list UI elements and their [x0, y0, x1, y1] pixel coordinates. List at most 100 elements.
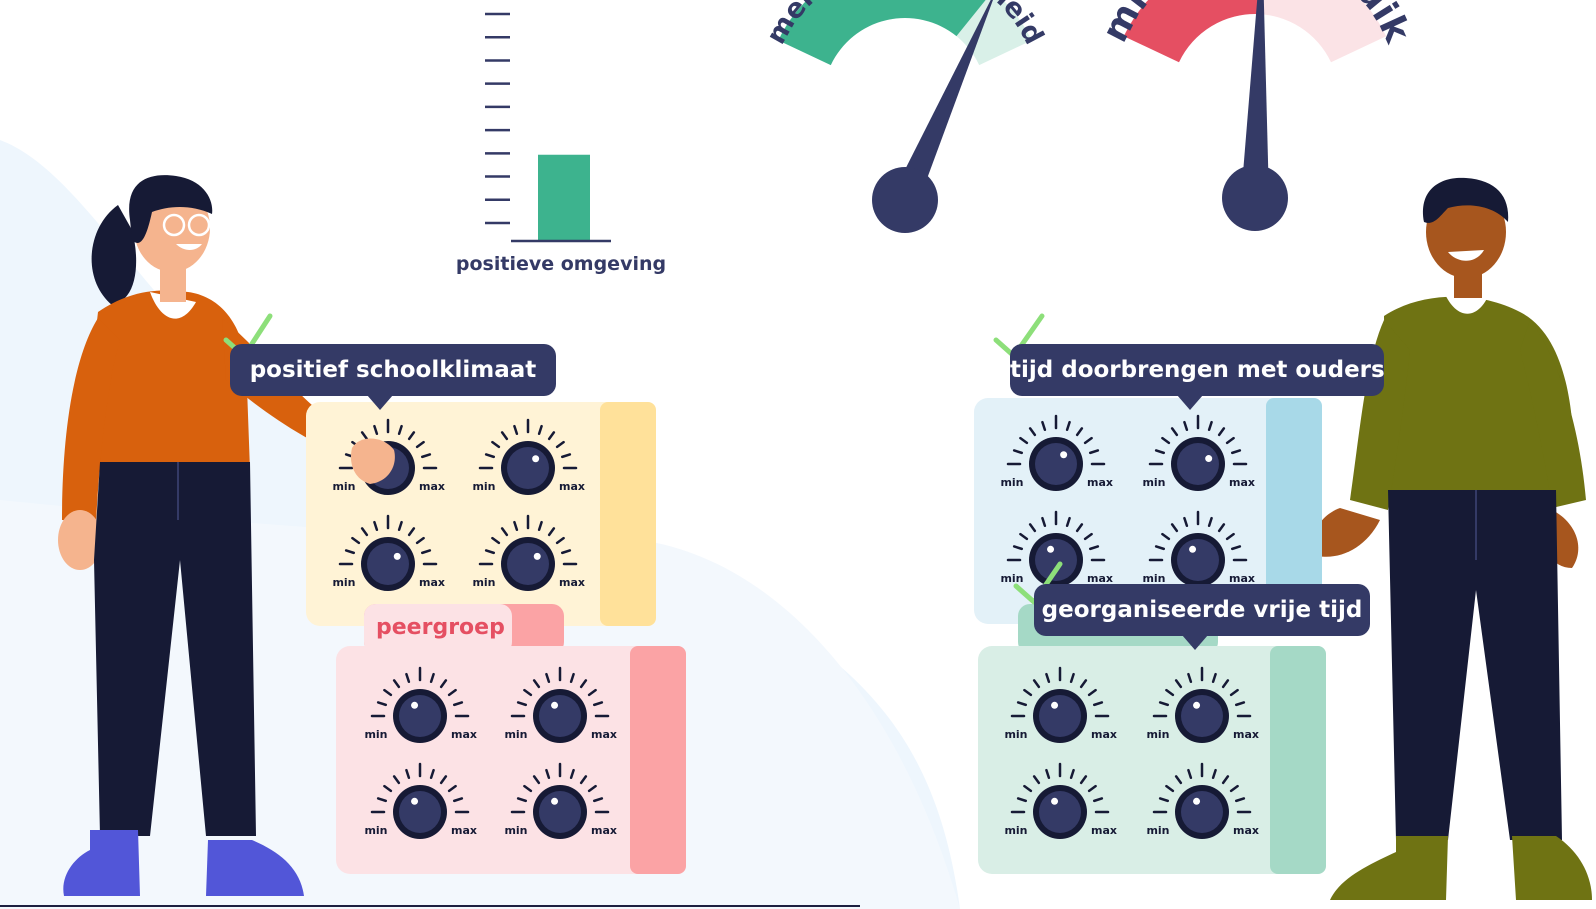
dial-tick — [1069, 672, 1075, 684]
dial-max-label: max — [559, 480, 585, 493]
dial-max-label: max — [1233, 728, 1259, 741]
man-shoe-right — [1512, 836, 1592, 900]
dial-tick — [407, 431, 416, 441]
tooltip-positief-schoolklimaat: positief schoolklimaat — [230, 344, 556, 410]
dial-tick — [1023, 688, 1033, 697]
dial-tick — [1032, 679, 1041, 689]
dial-face — [539, 695, 581, 737]
dial-tick — [560, 549, 572, 555]
panel-stripe — [600, 402, 656, 626]
dial-max-label: max — [1091, 728, 1117, 741]
dial-tick — [592, 797, 604, 803]
dial-indicator — [532, 455, 540, 463]
dial-tick — [420, 549, 432, 555]
dial-tick — [1158, 797, 1170, 803]
dial-tick — [516, 701, 528, 707]
man-arm-right — [1520, 320, 1586, 508]
dial-tick — [1187, 672, 1193, 684]
dial-face — [399, 791, 441, 833]
dial-max-label: max — [1091, 824, 1117, 837]
dial-face — [1039, 791, 1081, 833]
dial-indicator — [1205, 455, 1213, 463]
dial-tick — [1019, 532, 1029, 541]
chart-bar — [538, 154, 590, 241]
dial-face — [1177, 443, 1219, 485]
woman-arm-left — [62, 318, 120, 522]
dial-tick — [513, 520, 519, 532]
man-smile — [1448, 250, 1484, 261]
dial-tick — [555, 536, 565, 545]
dial-max-label: max — [1087, 572, 1113, 585]
dial-tick — [1230, 545, 1242, 551]
dial-knob[interactable]: min max — [1146, 666, 1259, 743]
dial-min-label: min — [504, 728, 527, 741]
panel-stripe — [1270, 646, 1326, 874]
dial-max-label: max — [451, 728, 477, 741]
dial-tick — [1045, 768, 1051, 780]
dial-tick — [373, 424, 379, 436]
dial-tick — [1183, 516, 1189, 528]
dial-tick — [1041, 516, 1047, 528]
dial-face — [367, 543, 409, 585]
dial-tick — [1170, 427, 1179, 437]
dial-tick — [569, 672, 575, 684]
dial-tick — [1075, 523, 1084, 533]
dial-tick — [1092, 797, 1104, 803]
dial-tick — [1075, 427, 1084, 437]
dial-tick — [1045, 672, 1051, 684]
dial-tick — [1217, 427, 1226, 437]
dial-tick — [1229, 688, 1239, 697]
dial-tick — [407, 527, 416, 537]
dial-max-label: max — [419, 480, 445, 493]
dial-knob[interactable]: min max — [1004, 666, 1117, 743]
dial-tick — [513, 424, 519, 436]
dial-tick — [1154, 545, 1166, 551]
man-figure — [1313, 177, 1592, 900]
dial-tick — [1069, 768, 1075, 780]
dial-indicator — [551, 701, 559, 709]
dial-tick — [383, 784, 393, 793]
dial-min-label: min — [1146, 728, 1169, 741]
dial-max-label: max — [1087, 476, 1113, 489]
gauge-fill — [1123, 0, 1260, 63]
dial-tick — [392, 775, 401, 785]
man-shoe-left — [1330, 836, 1448, 900]
man-hair — [1423, 177, 1509, 223]
chart-ticks — [485, 12, 510, 225]
dial-tick — [439, 679, 448, 689]
dial-tick — [523, 688, 533, 697]
dial-tick — [516, 797, 528, 803]
dial-max-label: max — [451, 824, 477, 837]
dial-max-label: max — [591, 824, 617, 837]
dial-tick — [376, 701, 388, 707]
dial-indicator — [411, 701, 419, 709]
dial-tick — [560, 453, 572, 459]
dial-face — [1181, 791, 1223, 833]
dial-indicator — [1051, 701, 1059, 709]
dial-min-label: min — [1004, 728, 1027, 741]
dial-tick — [1183, 420, 1189, 432]
dial-min-label: min — [1146, 824, 1169, 837]
dial-face — [1177, 539, 1219, 581]
woman-sweater — [88, 290, 250, 470]
dial-tick — [1154, 449, 1166, 455]
tooltip-tijd-doorbrengen-met-ouders: tijd doorbrengen met ouders — [1010, 344, 1385, 410]
dial-tick — [537, 520, 543, 532]
dial-tick — [405, 672, 411, 684]
dial-tick — [491, 440, 501, 449]
dial-face — [539, 791, 581, 833]
dial-tick — [500, 431, 509, 441]
